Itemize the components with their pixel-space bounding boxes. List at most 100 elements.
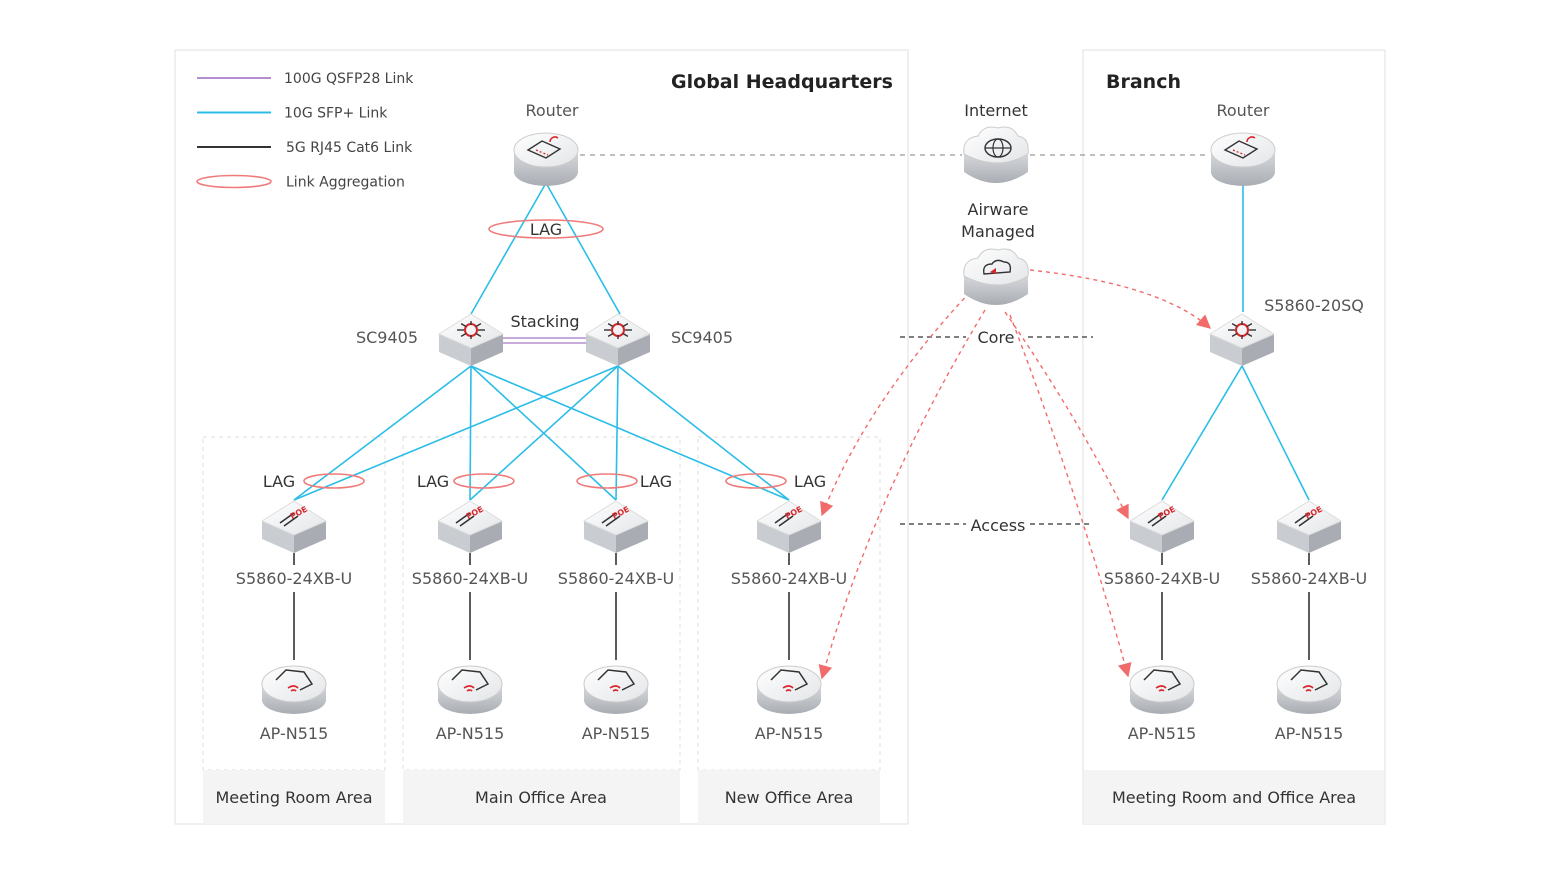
lag-label: LAG [530, 220, 562, 239]
area-main-office: Main Office Area [402, 436, 681, 824]
legend-label: 100G QSFP28 Link [284, 71, 414, 87]
nodes: POE POE POE POE POE POE [260, 126, 1343, 714]
access-point[interactable] [1129, 665, 1195, 714]
lag-label: LAG [794, 472, 826, 491]
core-switch-label: SC9405 [671, 328, 733, 347]
internet-cloud[interactable] [963, 126, 1029, 183]
link-aggregation-ellipse [303, 473, 365, 489]
access-point[interactable] [583, 665, 649, 714]
link-aggregation-ellipse [488, 219, 604, 239]
access-point-icon [1290, 669, 1329, 692]
access-point[interactable] [1276, 665, 1342, 714]
access-point-icon [597, 669, 636, 692]
lag-label: LAG [263, 472, 295, 491]
access-point-label: AP-N515 [1128, 724, 1197, 743]
legend-item: 100G QSFP28 Link [197, 71, 414, 87]
access-point-icon [275, 669, 314, 692]
links [293, 154, 1310, 680]
area-new-office: New Office Area [697, 436, 881, 824]
internet-label: Internet [964, 101, 1028, 120]
core-layer-label: Core [977, 328, 1014, 347]
link-aggregation-ellipse [453, 473, 515, 489]
airware-managed-cloud[interactable] [963, 248, 1029, 305]
access-point-label: AP-N515 [582, 724, 651, 743]
access-point-icon [451, 669, 490, 692]
area-branch-office: Meeting Room and Office Area [1084, 770, 1384, 824]
legend-label: 5G RJ45 Cat6 Link [286, 140, 413, 156]
sfp-link [545, 182, 621, 315]
hq-router[interactable] [513, 132, 579, 186]
access-switch-label: S5860-24XB-U [731, 569, 847, 588]
access-point-label: AP-N515 [436, 724, 505, 743]
lag-label: LAG [417, 472, 449, 491]
access-switch-label: S5860-24XB-U [412, 569, 528, 588]
hq-title: Global Headquarters [671, 71, 893, 93]
sfp-link [617, 365, 790, 501]
access-point-label: AP-N515 [755, 724, 824, 743]
access-switch-label: S5860-24XB-U [558, 569, 674, 588]
access-switch[interactable]: POE [436, 500, 504, 553]
sfp-link [293, 365, 619, 501]
cloud-management-arrow [1029, 269, 1212, 329]
branch-core-switch[interactable] [1208, 313, 1276, 366]
access-point[interactable] [437, 665, 503, 714]
access-switch[interactable]: POE [1275, 500, 1343, 553]
sfp-link [293, 365, 472, 501]
access-switch-label: S5860-24XB-U [1251, 569, 1367, 588]
globe-icon [984, 138, 1012, 158]
link-aggregation-ellipse [725, 473, 787, 489]
access-point[interactable] [261, 665, 327, 714]
legend: 100G QSFP28 Link 10G SFP+ Link 5G RJ45 Cat… [196, 71, 414, 191]
legend-item: 10G SFP+ Link [197, 106, 388, 122]
core-switch-label: S5860-20SQ [1264, 296, 1364, 315]
sfp-link [1161, 365, 1243, 501]
area-label: Meeting Room and Office Area [1112, 788, 1356, 807]
access-switch[interactable]: POE [755, 500, 823, 553]
access-switch-label: S5860-24XB-U [1104, 569, 1220, 588]
access-point-label: AP-N515 [260, 724, 329, 743]
cloud-management-arrow [1009, 314, 1132, 678]
access-point-icon [1143, 669, 1182, 692]
link-aggregation-ellipse [576, 473, 638, 489]
legend-item: 5G RJ45 Cat6 Link [197, 140, 413, 156]
access-switch[interactable]: POE [1128, 500, 1196, 553]
labels: Router Internet RouterAirwareManagedSC9405… [236, 101, 1367, 743]
branch-title: Branch [1106, 71, 1181, 93]
access-switch[interactable]: POE [582, 500, 650, 553]
router-label: Router [525, 101, 578, 120]
sfp-link [469, 365, 619, 501]
area-meeting-room: Meeting Room Area [202, 436, 386, 824]
legend-item: Link Aggregation [196, 174, 405, 191]
legend-swatch [196, 174, 272, 189]
cloud-management-icon [982, 259, 1012, 275]
area-label: New Office Area [725, 788, 854, 807]
core-switch-left[interactable] [437, 313, 505, 366]
airware-label: Managed [961, 222, 1035, 241]
airware-label: Airware [968, 200, 1029, 219]
stacking-label: Stacking [510, 312, 579, 331]
access-point-label: AP-N515 [1275, 724, 1344, 743]
access-switch-label: S5860-24XB-U [236, 569, 352, 588]
sfp-link [469, 365, 472, 501]
legend-label: 10G SFP+ Link [284, 106, 388, 122]
sfp-link [1241, 365, 1310, 501]
legend-label: Link Aggregation [286, 175, 405, 191]
sfp-link [470, 182, 547, 315]
core-switch-right[interactable] [584, 313, 652, 366]
sfp-link [615, 365, 619, 501]
access-point-icon [770, 669, 809, 692]
access-point[interactable] [756, 665, 822, 714]
area-label: Meeting Room Area [215, 788, 372, 807]
core-switch-icon [1228, 321, 1256, 339]
core-switch-icon [604, 321, 632, 339]
lag-label: LAG [640, 472, 672, 491]
router-label: Router [1216, 101, 1269, 120]
access-switch[interactable]: POE [260, 500, 328, 553]
core-switch-icon [457, 321, 485, 339]
router-icon [1223, 136, 1259, 159]
cloud-management-arrow [818, 309, 986, 680]
router-icon [526, 136, 562, 159]
branch-router[interactable] [1210, 132, 1276, 186]
area-label: Main Office Area [475, 788, 607, 807]
